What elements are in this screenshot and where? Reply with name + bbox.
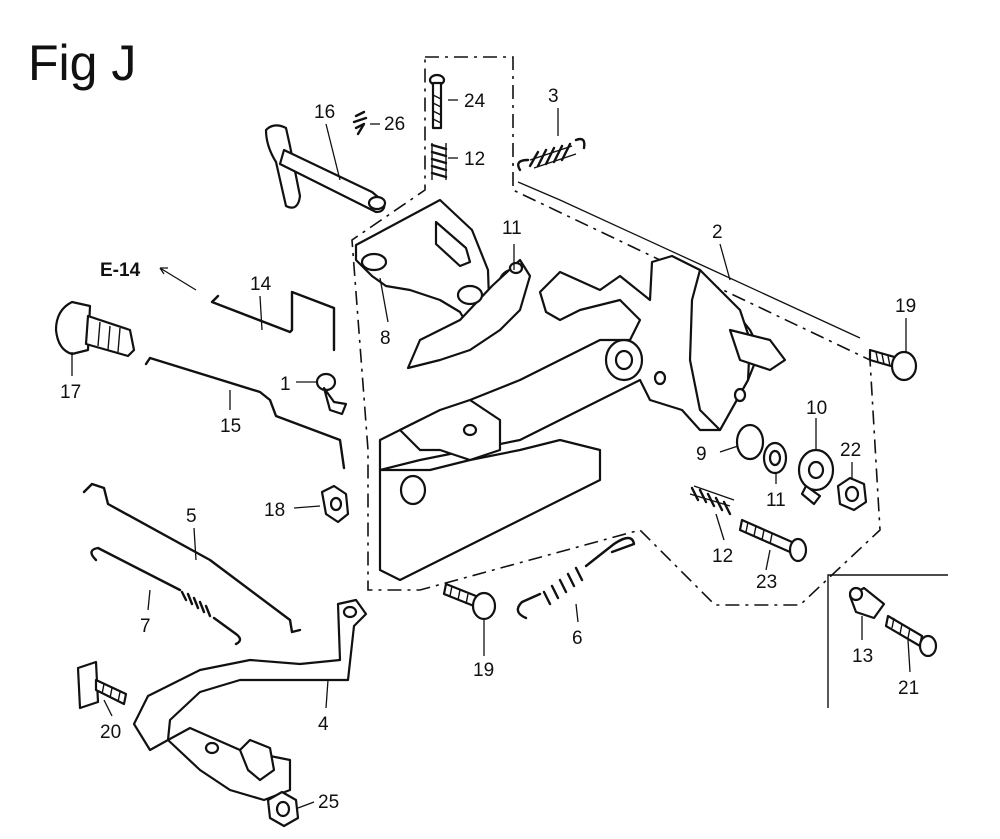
- main-bracket-2: [378, 254, 787, 582]
- washer-9: [735, 423, 765, 461]
- knob-17: [54, 300, 136, 358]
- spring-3: [517, 137, 586, 172]
- callout-9: 9: [696, 444, 707, 465]
- callout-26: 26: [384, 114, 405, 135]
- callout-3: 3: [548, 86, 559, 107]
- rod-15: [144, 356, 346, 470]
- callout-2: 2: [712, 222, 723, 243]
- nut-22: [836, 476, 868, 512]
- callout-10: 10: [806, 398, 827, 419]
- sleeve-13: [848, 586, 886, 620]
- callout-14: 14: [250, 274, 272, 295]
- spring-12-top: [430, 143, 448, 180]
- callout-7: 7: [140, 616, 151, 637]
- callout-19-bottom: 19: [473, 660, 494, 681]
- callout-18: 18: [264, 500, 285, 521]
- callout-1: 1: [280, 374, 291, 395]
- spring-6: [516, 536, 636, 620]
- lever-4: [132, 598, 368, 802]
- rod-5: [82, 482, 302, 634]
- callout-11-right: 11: [766, 490, 786, 511]
- callout-8: 8: [380, 328, 391, 349]
- callout-17: 17: [60, 382, 81, 403]
- callout-12-right: 12: [712, 546, 733, 567]
- callout-25: 25: [318, 792, 339, 813]
- callout-20: 20: [100, 722, 121, 743]
- callout-4: 4: [318, 714, 329, 735]
- figure-title: Fig J: [28, 35, 137, 91]
- bolt-24: [428, 73, 446, 130]
- callout-21: 21: [898, 678, 919, 699]
- bolt-20: [76, 660, 128, 710]
- lever-16: [264, 124, 387, 214]
- nut-25: [266, 790, 300, 828]
- callout-11-top: 11: [502, 218, 522, 239]
- callout-15: 15: [220, 416, 241, 437]
- callout-6: 6: [572, 628, 583, 649]
- clip-26: [352, 110, 368, 136]
- cam-10: [797, 448, 835, 506]
- bolt-19-bottom: [442, 582, 497, 621]
- washer-11-right: [762, 441, 788, 475]
- rod-14: [210, 290, 336, 352]
- bolt-19-right: [868, 348, 918, 382]
- bolt-23: [738, 518, 808, 563]
- bracket-8: [354, 198, 492, 338]
- callout-5: 5: [186, 506, 197, 527]
- spring-rod-7: [90, 546, 242, 646]
- leader-lines: [71, 99, 911, 809]
- assembly-group-outline: [351, 56, 881, 606]
- spring-12-right: [689, 485, 735, 516]
- screw-21: [884, 614, 938, 658]
- reference-e14: E-14: [100, 260, 141, 281]
- callout-12-top: 12: [464, 149, 485, 170]
- callout-22: 22: [840, 440, 861, 461]
- fastener-18: [320, 484, 350, 524]
- callout-19-right: 19: [895, 296, 916, 317]
- callout-13: 13: [852, 646, 873, 667]
- screw-1: [315, 372, 348, 416]
- inset-frame: [827, 574, 948, 708]
- callout-16: 16: [314, 102, 335, 123]
- callout-24: 24: [464, 91, 486, 112]
- callout-23: 23: [756, 572, 777, 593]
